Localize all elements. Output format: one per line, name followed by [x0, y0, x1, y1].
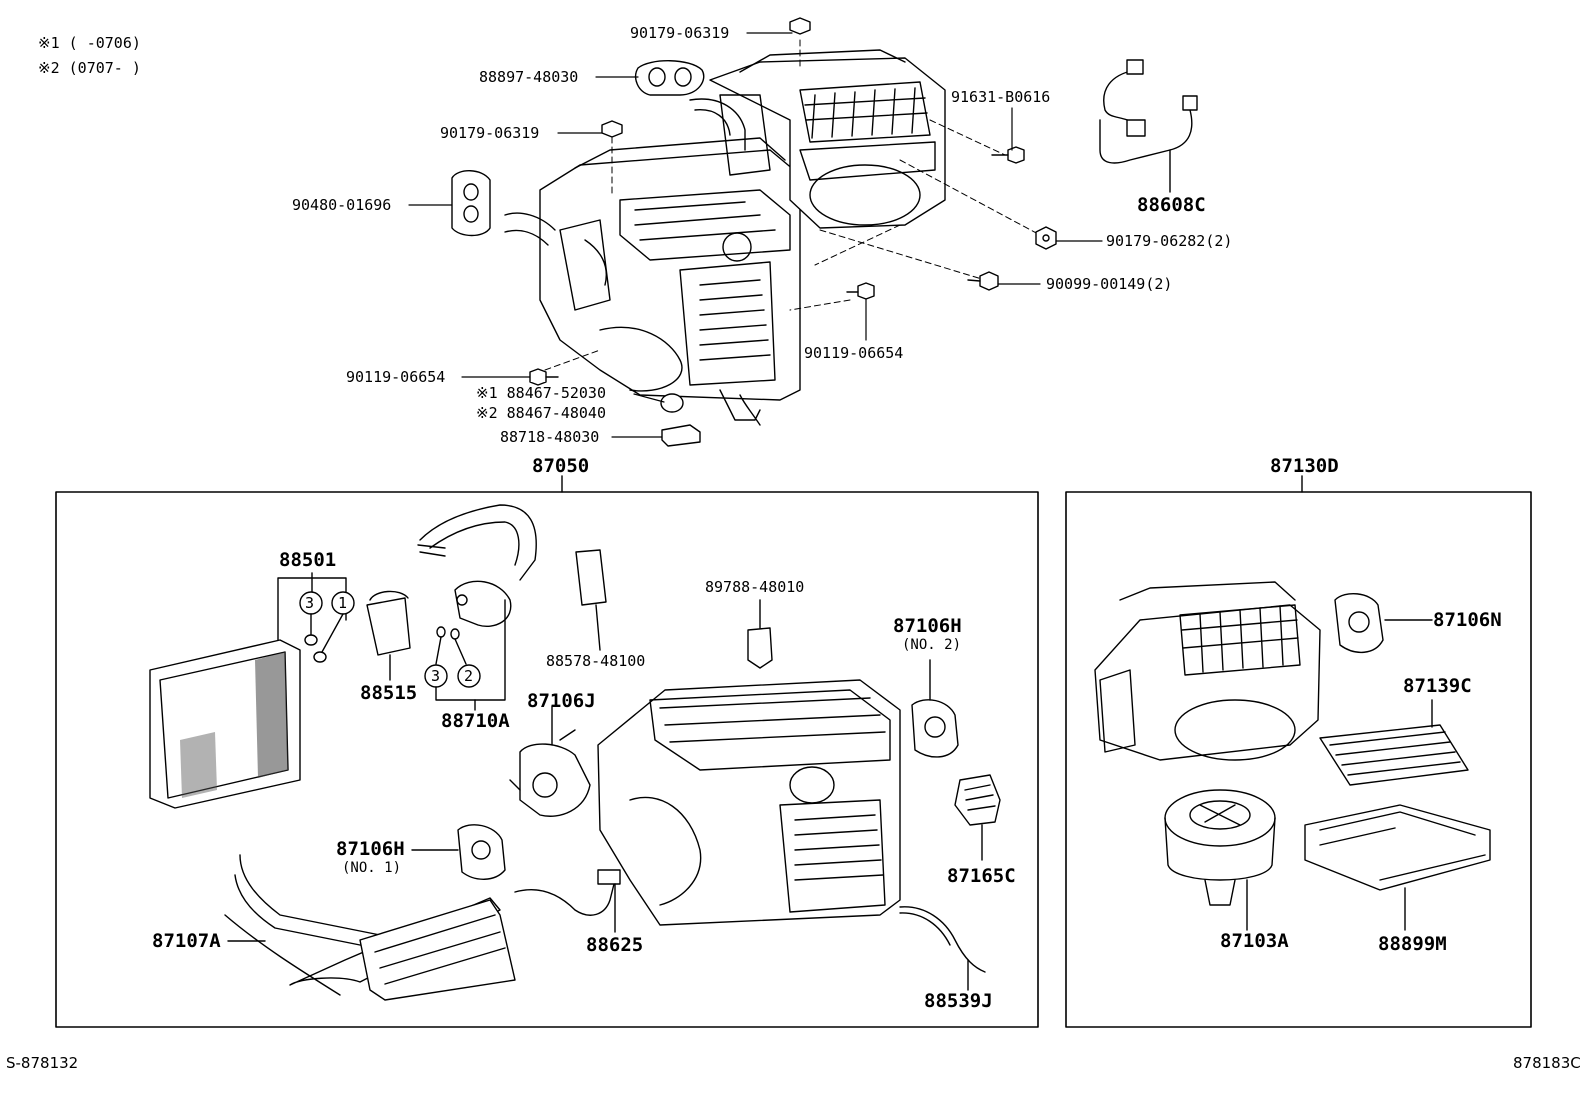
part-sublabel-no1: (NO. 1) [342, 860, 402, 876]
part-label-88625[interactable]: 88625 [586, 934, 644, 956]
part-label-87139C[interactable]: 87139C [1403, 675, 1472, 697]
part-label-88718-48030[interactable]: 88718-48030 [500, 428, 600, 446]
part-label-90179-06319[interactable]: 90179-06319 [440, 124, 540, 142]
group-title-87050[interactable]: 87050 [532, 455, 590, 477]
part-label-90099-00149[interactable]: 90099-00149(2) [1046, 275, 1173, 293]
part-label-87165C[interactable]: 87165C [947, 865, 1016, 887]
part-label-88578-48100[interactable]: 88578-48100 [546, 652, 646, 670]
note-1: ※1 ( -0706) [38, 34, 141, 52]
footer-left-code: S-878132 [6, 1054, 79, 1072]
hvac-assembly-drawing [409, 18, 1197, 446]
part-label-87106H-no1[interactable]: 87106H [336, 838, 405, 860]
part-label-90119-06654-left[interactable]: 90119-06654 [346, 368, 446, 386]
part-label-87106J[interactable]: 87106J [527, 690, 596, 712]
part-label-88608C[interactable]: 88608C [1137, 194, 1206, 216]
group-box-87050 [56, 492, 1038, 1027]
part-label-90480-01696[interactable]: 90480-01696 [292, 196, 392, 214]
part-label-90179-06319-top[interactable]: 90179-06319 [630, 24, 730, 42]
87130D-components-drawing [1095, 582, 1490, 930]
part-sublabel-no2: (NO. 2) [902, 637, 962, 653]
part-label-88899M[interactable]: 88899M [1378, 933, 1447, 955]
part-label-88467-48040[interactable]: ※2 88467-48040 [476, 404, 606, 422]
group-title-87130D[interactable]: 87130D [1270, 455, 1339, 477]
circle-ref-1: 1 [338, 594, 348, 612]
footer-right-code: 878183C [1513, 1054, 1581, 1072]
part-label-88467-52030[interactable]: ※1 88467-52030 [476, 384, 606, 402]
circle-ref-3-right: 3 [431, 667, 441, 685]
part-label-88501[interactable]: 88501 [279, 549, 337, 571]
part-label-89788-48010[interactable]: 89788-48010 [705, 578, 805, 596]
part-label-88897-48030[interactable]: 88897-48030 [479, 68, 579, 86]
part-label-87107A[interactable]: 87107A [152, 930, 221, 952]
part-label-88515[interactable]: 88515 [360, 682, 418, 704]
part-label-90179-06282[interactable]: 90179-06282(2) [1106, 232, 1233, 250]
87050-components-drawing [150, 505, 1000, 1000]
part-label-88539J[interactable]: 88539J [924, 990, 993, 1012]
note-2: ※2 (0707- ) [38, 59, 141, 77]
part-label-87103A[interactable]: 87103A [1220, 930, 1289, 952]
circle-ref-2: 2 [464, 667, 474, 685]
part-label-88710A[interactable]: 88710A [441, 710, 510, 732]
part-label-91631-B0616[interactable]: 91631-B0616 [951, 88, 1051, 106]
circle-ref-3-left: 3 [305, 594, 315, 612]
part-label-87106N[interactable]: 87106N [1433, 609, 1502, 631]
group-box-87130D [1066, 492, 1531, 1027]
part-label-90119-06654-right[interactable]: 90119-06654 [804, 344, 904, 362]
part-label-87106H-no2[interactable]: 87106H [893, 615, 962, 637]
